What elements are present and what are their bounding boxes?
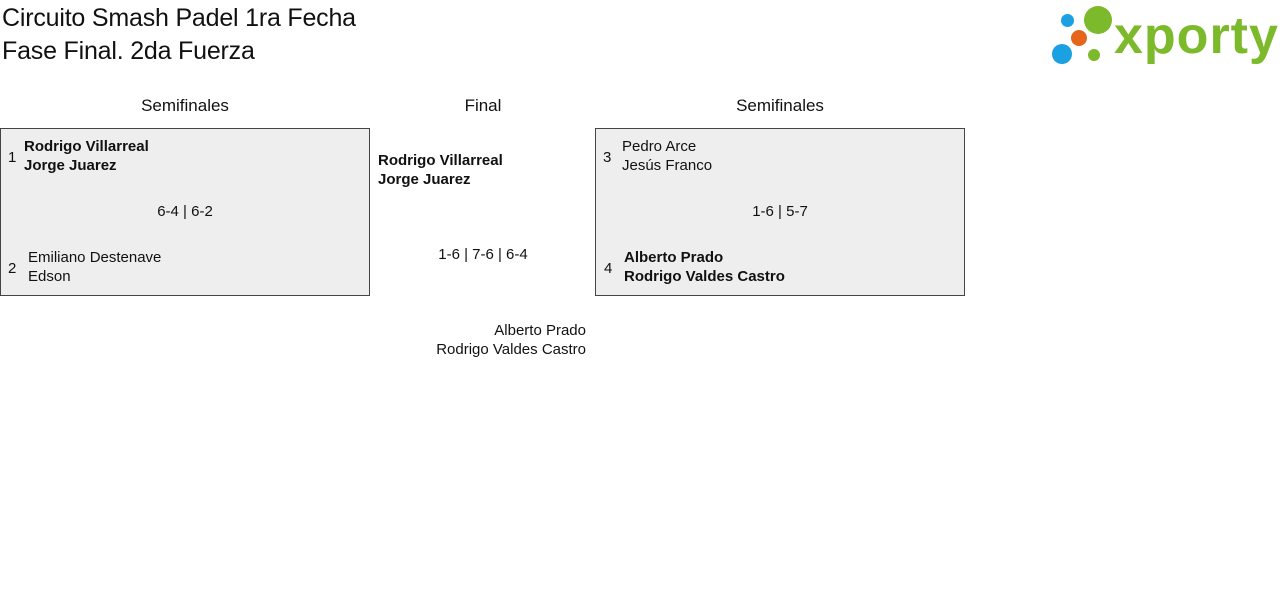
phase-subtitle: Fase Final. 2da Fuerza xyxy=(2,37,255,65)
final-score: 1-6 | 7-6 | 6-4 xyxy=(438,246,528,263)
team-seed: 4 xyxy=(604,260,613,277)
team-seed: 3 xyxy=(603,149,612,166)
player-name: Rodrigo Villarreal xyxy=(24,138,149,155)
semifinal-left-match: 1 Rodrigo Villarreal Jorge Juarez 6-4 | … xyxy=(0,128,370,296)
column-header-final: Final xyxy=(464,96,502,115)
team-seed: 2 xyxy=(8,260,17,277)
match-score: 1-6 | 5-7 xyxy=(752,203,808,220)
match-score: 6-4 | 6-2 xyxy=(157,203,213,220)
player-name: Pedro Arce xyxy=(622,138,697,155)
tournament-title: Circuito Smash Padel 1ra Fecha xyxy=(2,4,356,32)
final-team-winner: Rodrigo Villarreal Jorge Juarez xyxy=(378,151,503,189)
team-seed: 1 xyxy=(8,149,17,166)
xporty-logo[interactable]: xporty xyxy=(1050,4,1279,68)
logo-dot-green xyxy=(1084,6,1112,34)
player-name: Alberto Prado xyxy=(624,249,724,266)
team-loser: Pedro Arce Jesús Franco xyxy=(622,137,712,175)
player-name: Emiliano Destenave xyxy=(28,249,162,266)
logo-dot-green-small xyxy=(1088,49,1100,61)
player-name: Rodrigo Valdes Castro xyxy=(436,341,586,358)
column-header-left: Semifinales xyxy=(141,96,229,115)
final-team-runner-up: Alberto Prado Rodrigo Valdes Castro xyxy=(378,321,586,359)
player-name: Edson xyxy=(28,268,71,285)
team-winner: Rodrigo Villarreal Jorge Juarez xyxy=(24,137,149,175)
team-winner: Alberto Prado Rodrigo Valdes Castro xyxy=(624,248,785,286)
player-name: Jorge Juarez xyxy=(378,171,471,188)
logo-dot-orange xyxy=(1071,30,1087,46)
logo-dot-blue-small xyxy=(1061,14,1074,27)
player-name: Alberto Prado xyxy=(494,322,586,339)
logo-wordmark: xporty xyxy=(1114,7,1279,65)
column-header-right: Semifinales xyxy=(736,96,824,115)
semifinal-right-match: 3 Pedro Arce Jesús Franco 1-6 | 5-7 4 Al… xyxy=(595,128,965,296)
player-name: Jesús Franco xyxy=(622,157,713,174)
team-loser: Emiliano Destenave Edson xyxy=(28,248,161,286)
player-name: Jorge Juarez xyxy=(24,157,117,174)
player-name: Rodrigo Villarreal xyxy=(378,152,503,169)
logo-dot-blue-large xyxy=(1052,44,1072,64)
page-title: Circuito Smash Padel 1ra Fecha Fase Fina… xyxy=(2,2,356,68)
player-name: Rodrigo Valdes Castro xyxy=(624,268,785,285)
